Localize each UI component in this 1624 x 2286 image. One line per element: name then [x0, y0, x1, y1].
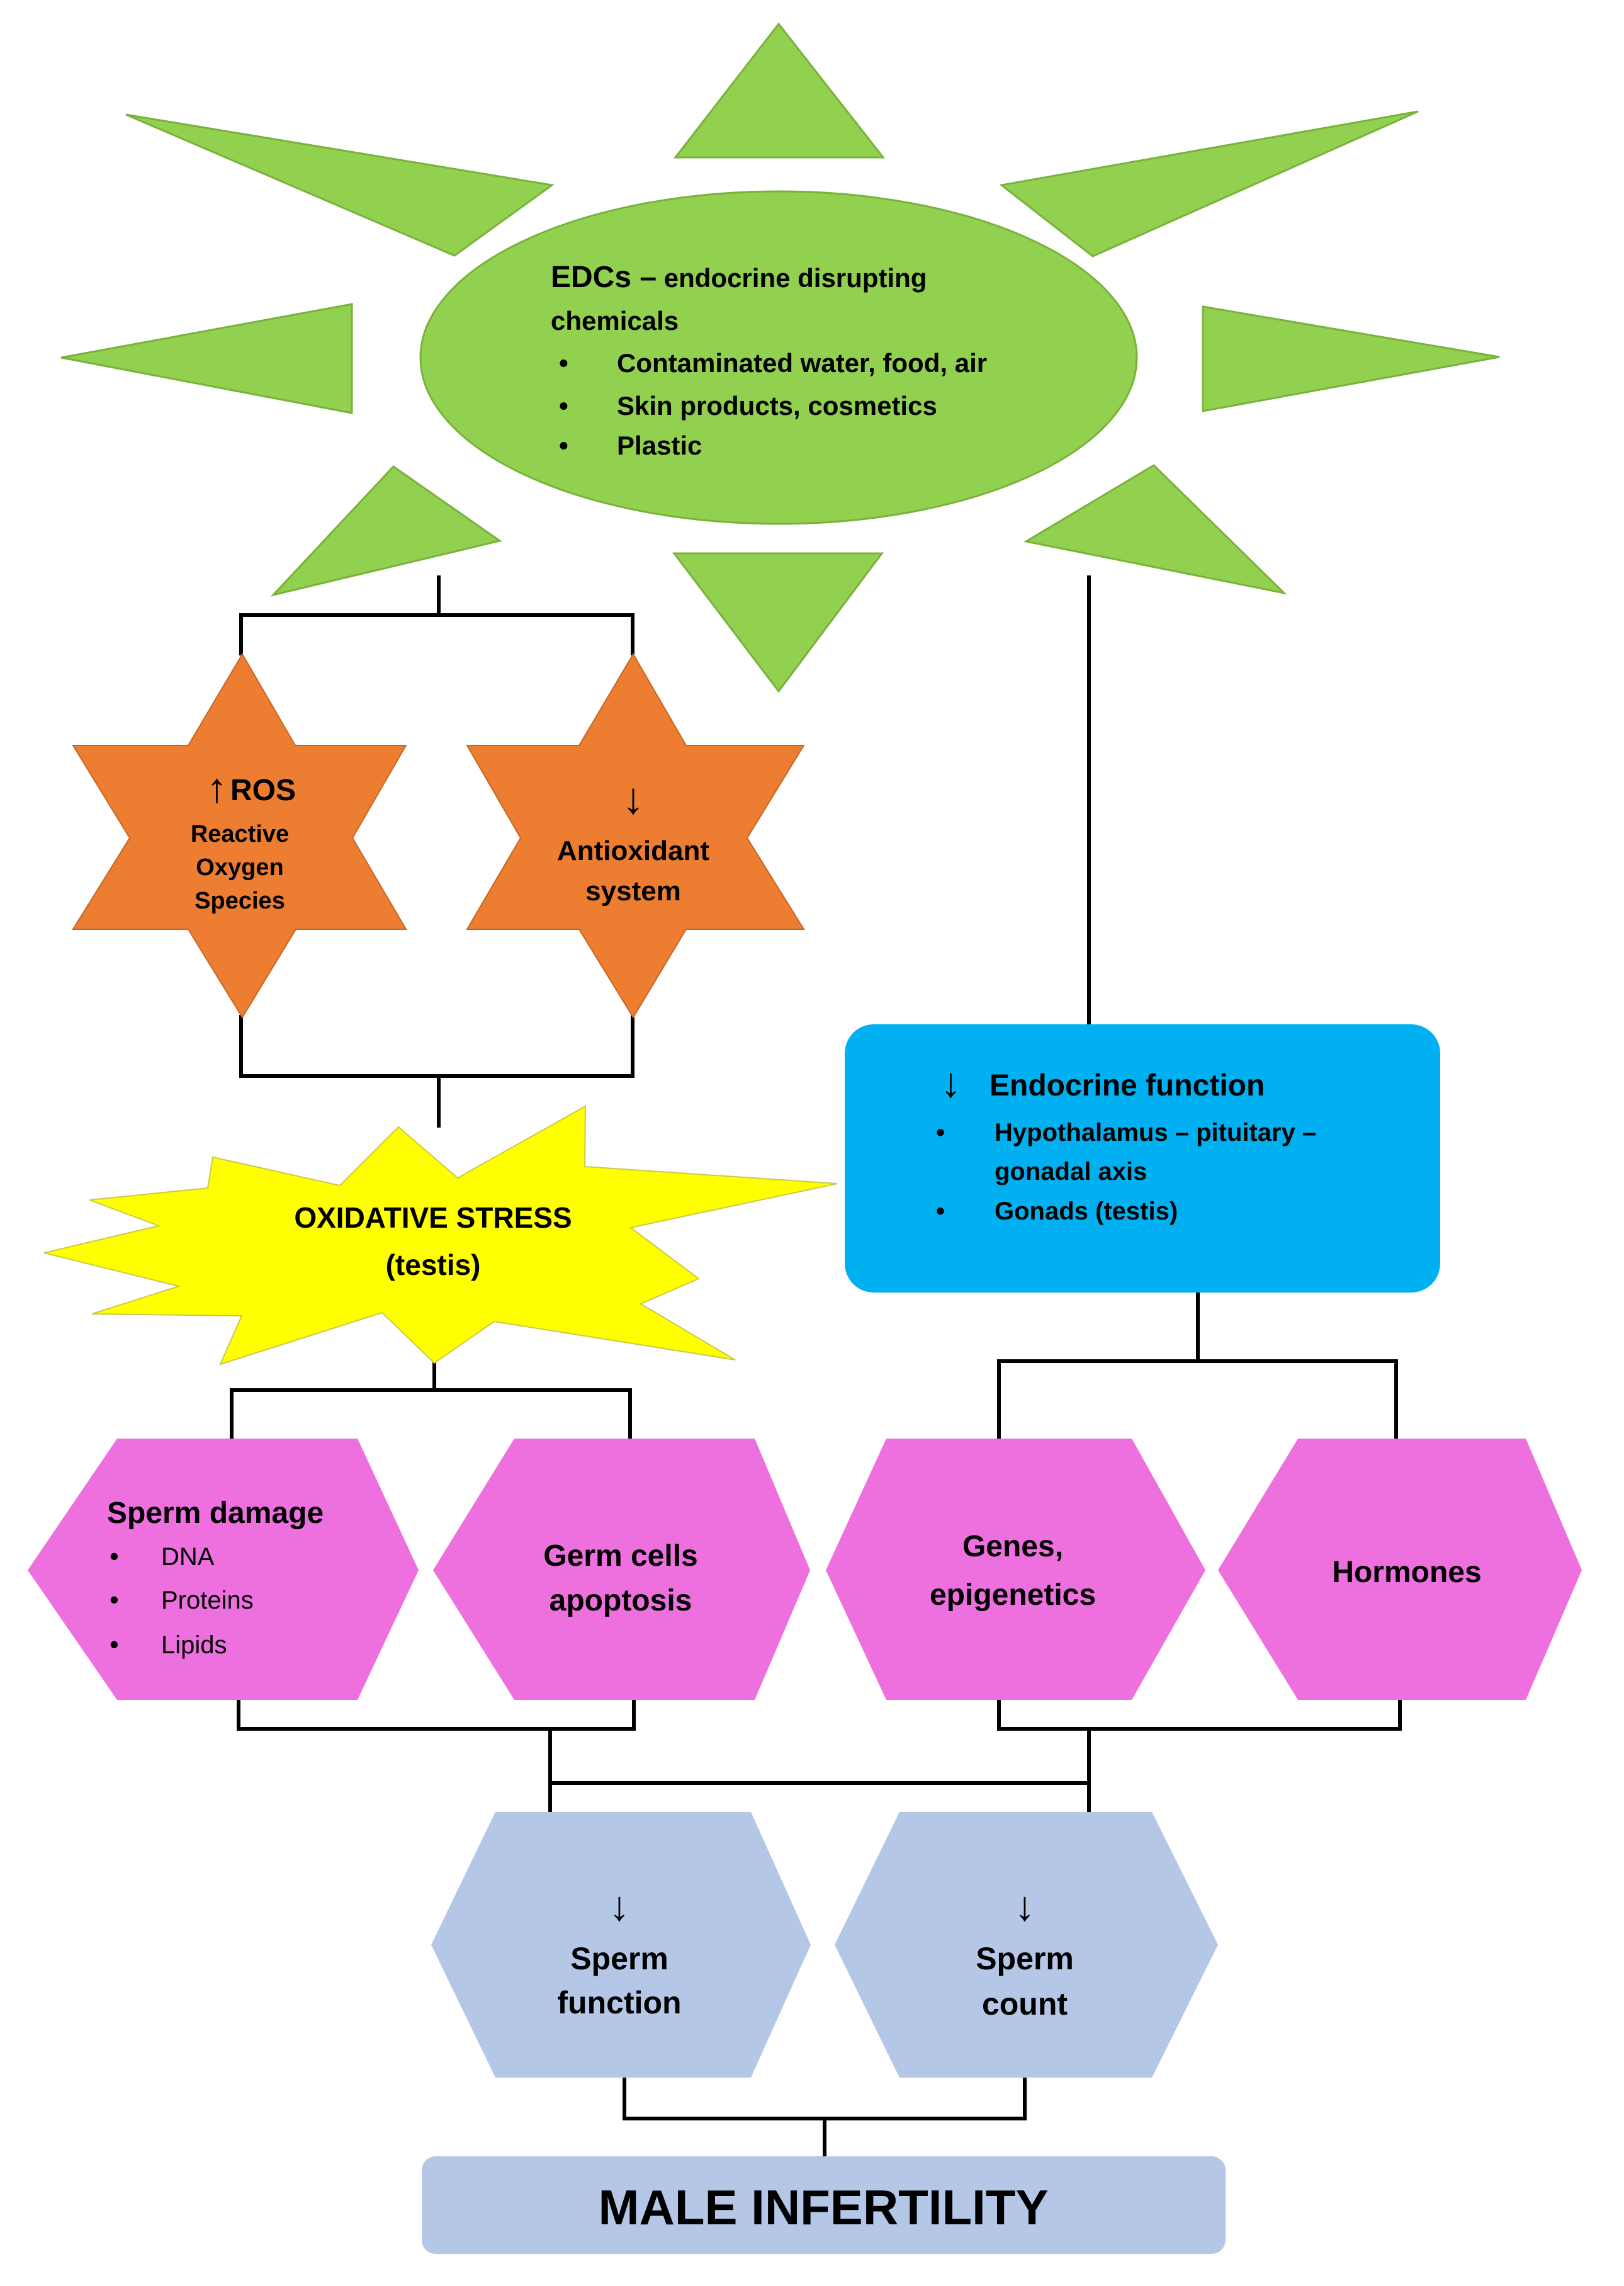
edcs-title-rest: endocrine disrupting — [657, 263, 927, 293]
edcs-item-3: Plastic — [617, 431, 702, 460]
sperm-damage-title: Sperm damage — [107, 1497, 324, 1530]
ros-arrow: ↑ — [206, 764, 227, 811]
sun-ray-lower-left — [270, 465, 502, 597]
endocrine-box-shape — [845, 1024, 1440, 1293]
sun-rays — [60, 22, 1500, 693]
ros-star-shape — [72, 653, 407, 1019]
sperm-damage-item-2: Proteins — [161, 1587, 254, 1614]
genes-hexagon: Genes, epigenetics — [826, 1439, 1205, 1700]
genes-hormones-top-bracket — [997, 1359, 1398, 1439]
edcs-ellipse — [419, 190, 1138, 525]
edcs-item-2: Skin products, cosmetics — [617, 391, 937, 421]
ros-title: ROS — [230, 774, 296, 807]
sperm-function-hexagon: ↓ Sperm function — [431, 1812, 811, 2078]
ros-antiox-top-bracket — [239, 613, 634, 655]
sun-ray-right — [1202, 305, 1500, 412]
antioxidant-star: ↓ Antioxidant system — [466, 653, 805, 1019]
ros-line-2: Oxygen — [196, 854, 283, 881]
sperm-count-arrow: ↓ — [1015, 1882, 1035, 1929]
genes-line-1: Genes, — [962, 1530, 1063, 1563]
edcs-bullet-1: • — [559, 348, 568, 378]
edcs-sun: EDCs – endocrine disrupting chemicals • … — [60, 22, 1500, 693]
genes-shape — [826, 1439, 1205, 1700]
sperm-function-shape — [431, 1812, 811, 2078]
sperm-count-line-1: Sperm — [976, 1941, 1074, 1976]
oxidative-stress-line-1: OXIDATIVE STRESS — [294, 1201, 572, 1234]
hormones-shape — [1218, 1439, 1582, 1700]
endocrine-function-box: ↓ Endocrine function • Hypothalamus – pi… — [845, 1024, 1440, 1293]
oxidative-stress-burst: OXIDATIVE STRESS (testis) — [43, 1105, 838, 1366]
endocrine-bullet-2: • — [936, 1197, 945, 1225]
edcs-bullet-3: • — [559, 431, 568, 460]
sperm-damage-shape — [28, 1439, 419, 1700]
oxidative-stress-shape — [43, 1105, 838, 1366]
endocrine-item-2: Gonads (testis) — [995, 1197, 1178, 1225]
endocrine-item-1: Hypothalamus – pituitary – — [995, 1119, 1316, 1146]
sperm-count-shape — [835, 1812, 1218, 2078]
sun-ray-lower-right — [1023, 464, 1287, 595]
germ-cells-line-2: apoptosis — [550, 1584, 692, 1617]
ros-antiox-bottom-bracket — [239, 1015, 634, 1078]
ros-line-3: Species — [195, 888, 285, 914]
connectors — [230, 575, 1402, 2156]
ros-line-1: Reactive — [191, 821, 289, 847]
edcs-item-1: Contaminated water, food, air — [617, 348, 987, 378]
sperm-damage-bullet-2: • — [110, 1585, 119, 1614]
sperm-function-line-1: Sperm — [570, 1941, 668, 1976]
sperm-damage-bullet-3: • — [110, 1629, 119, 1659]
sperm-damage-item-3: Lipids — [161, 1631, 227, 1659]
oxidative-stress-line-2: (testis) — [386, 1248, 481, 1281]
antioxidant-star-shape — [466, 653, 805, 1019]
sperm-damage-item-1: DNA — [161, 1543, 215, 1571]
germ-cells-hexagon: Germ cells apoptosis — [433, 1439, 810, 1700]
edcs-title: EDCs – endocrine disrupting — [551, 261, 927, 294]
germ-cells-line-1: Germ cells — [543, 1539, 697, 1573]
damage-germ-top-bracket — [230, 1388, 632, 1439]
endocrine-title: Endocrine function — [990, 1069, 1265, 1102]
antioxidant-line-1: Antioxidant — [557, 835, 709, 866]
sperm-count-line-2: count — [982, 1986, 1068, 2022]
edcs-title-line2: chemicals — [551, 306, 679, 336]
genes-hormones-bottom-bracket — [997, 1700, 1402, 1731]
hormones-hexagon: Hormones — [1218, 1439, 1582, 1700]
sperm-count-hexagon: ↓ Sperm count — [835, 1812, 1218, 2078]
function-count-bracket — [623, 2078, 1027, 2120]
hormones-label: Hormones — [1332, 1556, 1481, 1589]
endocrine-bullet-1: • — [936, 1119, 945, 1146]
endocrine-arrow: ↓ — [940, 1059, 961, 1106]
endocrine-item-1-cont: gonadal axis — [995, 1158, 1147, 1185]
male-infertility-shape — [422, 2156, 1226, 2254]
sperm-damage-bullet-1: • — [110, 1541, 119, 1571]
ros-star: ↑ ROS Reactive Oxygen Species — [72, 653, 407, 1019]
germ-cells-shape — [433, 1439, 810, 1700]
antioxidant-line-2: system — [585, 876, 681, 907]
antioxidant-arrow: ↓ — [623, 774, 645, 823]
damage-germ-bottom-bracket — [237, 1700, 636, 1731]
sperm-function-line-2: function — [557, 1985, 681, 2020]
male-infertility-box: MALE INFERTILITY — [422, 2156, 1226, 2254]
sun-ray-upper-right — [999, 110, 1419, 257]
genes-line-2: epigenetics — [930, 1578, 1096, 1612]
edcs-bullet-2: • — [559, 391, 568, 421]
sperm-damage-hexagon: Sperm damage • DNA • Proteins • Lipids — [28, 1439, 419, 1700]
sun-ray-upper-left — [125, 113, 555, 257]
sun-ray-bottom — [672, 552, 884, 693]
sun-ray-left — [60, 303, 353, 414]
male-infertility-label: MALE INFERTILITY — [599, 2180, 1049, 2235]
sperm-function-arrow: ↓ — [609, 1882, 630, 1929]
sun-ray-top — [673, 22, 886, 159]
